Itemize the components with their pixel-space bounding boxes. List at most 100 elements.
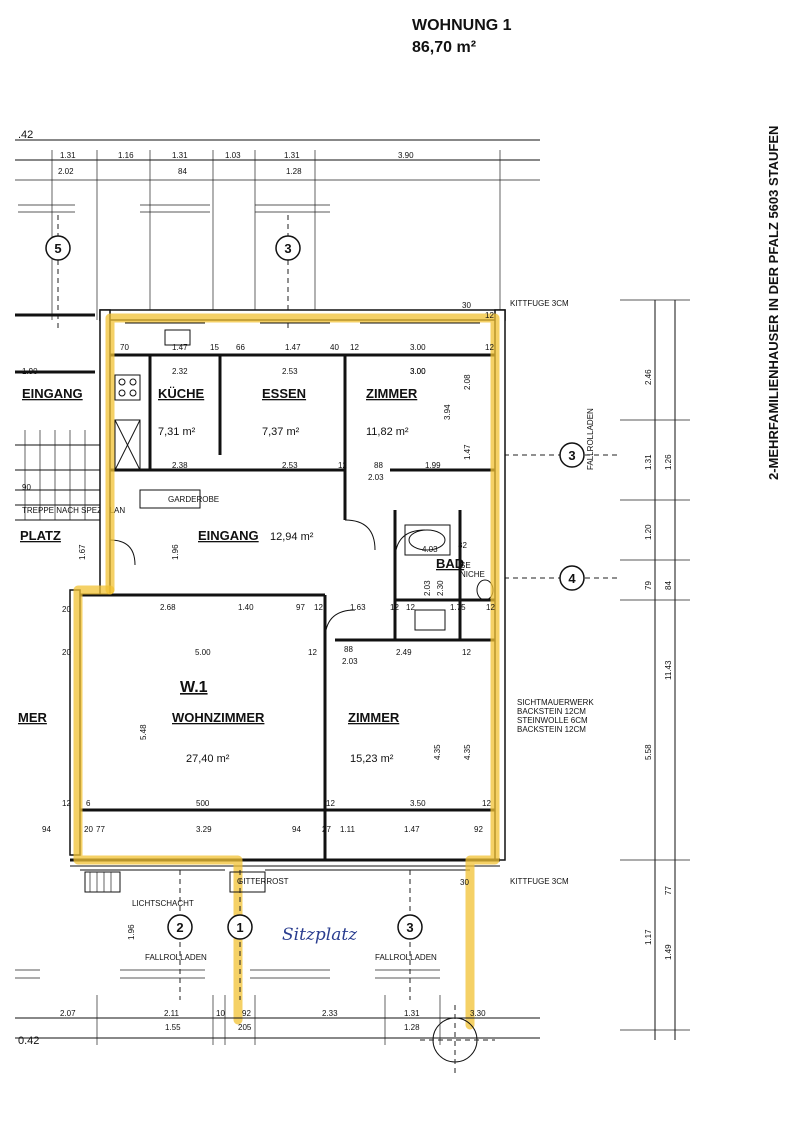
dim-in-28: 5.00: [195, 648, 211, 657]
treppe-note: TREPPE NACH SPEZ.PLAN: [22, 506, 125, 515]
dim-top-left: .42: [18, 129, 33, 141]
room-wohnzimmer: WOHNZIMMER: [172, 710, 265, 725]
dim-in-62: 1.67: [78, 544, 87, 560]
dim-in-26: 1.75: [450, 603, 466, 612]
axis-label-3-bottom: 3: [406, 920, 413, 935]
room-essen: ESSEN: [262, 386, 306, 401]
top-dimension-chain: .42 1.31 1.16 1.31 1.03 1.31 3.90 2.02 8…: [15, 129, 540, 320]
dim-in-43: 94: [292, 825, 301, 834]
bad-note-2: NICHE: [460, 570, 485, 579]
dim-in-75: 1.96: [127, 924, 136, 940]
bad-dim-3: 2.30: [436, 580, 445, 596]
facade-line-3: STEINWOLLE 6CM: [517, 716, 588, 725]
dim-in-6: 12: [350, 343, 359, 352]
dim-in-29: 12: [308, 648, 317, 657]
dim-in-35: 3.50: [410, 799, 426, 808]
dim-in-39: 94: [42, 825, 51, 834]
room-mer-left: MER: [18, 710, 48, 725]
dim-bottom-left: 0.42: [18, 1035, 39, 1047]
dim-in-63: 3.94: [443, 404, 452, 420]
dim-in-4: 1.47: [285, 343, 301, 352]
dim-in-16: 88: [374, 461, 383, 470]
right-dimension-chain: 2.46 1.31 1.26 1.20 79 84 11.43 5.58 1.1…: [586, 299, 690, 1040]
fallroll-bottom-2: FALLROLLADEN: [375, 953, 437, 962]
dim-right-246: 2.46: [644, 369, 653, 385]
dim-in-25: 12: [406, 603, 415, 612]
bottom-area: LICHTSCHACHT GITTERROST 2 1 3 Sitzplatz …: [15, 870, 495, 1075]
sitzplatz-handwritten: Sitzplatz: [282, 925, 358, 945]
dim-in-69: 12: [485, 311, 494, 320]
dim-right-79: 79: [644, 581, 653, 590]
dim-in-68: 6: [86, 799, 91, 808]
dim-in-36: 12: [326, 799, 335, 808]
dim-in-20: 1.40: [238, 603, 254, 612]
dim-top-6: 3.90: [398, 151, 414, 160]
dim-in-21: 97: [296, 603, 305, 612]
dim-bottom-4: 92: [242, 1009, 251, 1018]
axis-label-3-right: 3: [568, 448, 575, 463]
dim-in-64: 2.08: [463, 374, 472, 390]
dim-in-24: 12: [390, 603, 399, 612]
room-wohnzimmer-area: 27,40 m²: [186, 753, 230, 765]
room-eingang-area: 12,94 m²: [270, 531, 314, 543]
axis-label-3-top: 3: [284, 241, 291, 256]
dim-right-126: 1.26: [664, 454, 673, 470]
dim-in-61: 1.96: [171, 544, 180, 560]
dim-in-70: 30: [462, 301, 471, 310]
dim-top-4: 1.03: [225, 151, 241, 160]
dim-in-11: 2.53: [282, 367, 298, 376]
facade-line-1: SICHTMAUERWERK: [517, 698, 594, 707]
dim-in-33: 2.03: [342, 657, 358, 666]
left-building-part: EINGANG PLATZ MER TREPPE NACH SPEZ.PLAN …: [15, 313, 125, 725]
dim-in-42: 3.29: [196, 825, 212, 834]
dim-right-149: 1.49: [664, 944, 673, 960]
room-platz-left: PLATZ: [20, 528, 61, 543]
fallroll-bottom-1: FALLROLLADEN: [145, 953, 207, 962]
garderobe-note: GARDEROBE: [168, 495, 219, 504]
dim-in-27: 12: [486, 603, 495, 612]
axis-label-5: 5: [54, 241, 61, 256]
dim-top-2: 1.16: [118, 151, 134, 160]
dim-right-77: 77: [664, 886, 673, 895]
dim-in-44: 27: [322, 825, 331, 834]
dim-in-13: 2.38: [172, 461, 188, 470]
dim-left-190: 1.90: [22, 367, 38, 376]
bath-notes: SE NICHE 4.03 82 2.30 2.03 GARDEROBE: [168, 495, 485, 596]
facade-note: SICHTMAUERWERK BACKSTEIN 12CM STEINWOLLE…: [510, 299, 594, 886]
room-eingang: EINGANG: [198, 528, 259, 543]
dim-in-46: 1.47: [404, 825, 420, 834]
dim-in-40: 20: [84, 825, 93, 834]
dim-right-117: 1.17: [644, 929, 653, 945]
dim-bottom-r2-1: 1.55: [165, 1023, 181, 1032]
bad-note-1: SE: [460, 561, 471, 570]
dim-in-30: 88: [344, 645, 353, 654]
dim-in-37: 12: [482, 799, 491, 808]
room-essen-area: 7,37 m²: [262, 426, 300, 438]
dim-in-22: 12: [314, 603, 323, 612]
dim-bottom-1: 2.07: [60, 1009, 76, 1018]
kittfuge-top: KITTFUGE 3CM: [510, 299, 569, 308]
bad-dim-2: 82: [458, 541, 467, 550]
axis-marker-top-mid: 3: [275, 215, 301, 330]
dim-in-38: 12: [62, 799, 71, 808]
bad-dim-4: 2.03: [423, 580, 432, 596]
dim-in-23: 1.63: [350, 603, 366, 612]
dim-in-67: 20: [62, 648, 71, 657]
fallroll-right-1: FALLROLLADEN: [586, 408, 595, 470]
unit-label: W.1: [180, 679, 208, 696]
dim-bottom-6: 1.31: [404, 1009, 420, 1018]
dim-bottom-5: 2.33: [322, 1009, 338, 1018]
dim-in-60: 5.48: [139, 724, 148, 740]
dim-in-12: 3.00: [410, 367, 426, 376]
dim-left-90: 90: [22, 483, 31, 492]
room-eingang-left: EINGANG: [22, 386, 83, 401]
room-zimmer-top-area: 11,82 m²: [366, 426, 409, 438]
dim-in-3: 66: [236, 343, 245, 352]
dim-in-45: 1.11: [340, 825, 356, 834]
room-labels: KÜCHE 7,31 m² ESSEN 7,37 m² ZIMMER 11,82…: [158, 386, 464, 765]
room-zimmer-bottom: ZIMMER: [348, 710, 400, 725]
bad-dim-1: 4.03: [422, 545, 438, 554]
room-kueche: KÜCHE: [158, 386, 205, 401]
dim-in-1: 1.47: [172, 343, 188, 352]
